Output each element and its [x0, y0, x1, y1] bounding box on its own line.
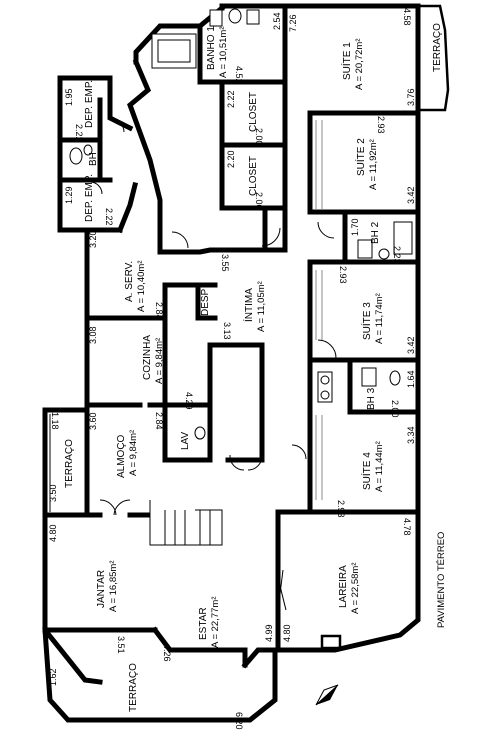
fixtures: [49, 8, 413, 650]
dim-label: 4.99: [264, 624, 274, 642]
room-lav-name: LAV: [180, 432, 191, 450]
dimension-labels: 7.26 2.54 4.52 4.58 3.76 2.22 2.00 2.20 …: [48, 8, 416, 730]
room-suite4-name: SUÍTE 4: [360, 452, 373, 490]
room-labels: BANHO 1 A = 10,51m² SUÍTE 1 A = 20,72m² …: [64, 23, 443, 712]
room-jantar-name: JANTAR: [96, 570, 107, 608]
room-bh2-name: BH 2: [370, 221, 381, 244]
sheet-title: PAVIMENTO TÉRREO: [436, 532, 447, 628]
room-bh3-name: BH 3: [366, 387, 377, 410]
dim-label: 3.76: [406, 88, 416, 106]
room-suite3-area: A = 11,74m²: [374, 293, 385, 344]
dim-label: 3.60: [88, 412, 98, 430]
room-closet2-name: CLOSET: [248, 156, 259, 196]
dim-label: 4.52: [234, 66, 244, 84]
room-banho1-name: BANHO 1: [206, 26, 217, 70]
room-suite3-name: SUÍTE 3: [360, 302, 373, 340]
dim-label: 4.29: [184, 392, 194, 410]
dim-label: 1.70: [350, 218, 360, 236]
dim-label: 3.50: [48, 484, 58, 502]
dim-label: 3.08: [88, 326, 98, 344]
dim-label: 2.00: [254, 128, 264, 146]
room-intima-area: A = 11,05m²: [256, 281, 267, 332]
room-suite1-area: A = 20,72m²: [354, 39, 365, 91]
dim-label: 1.29: [64, 186, 74, 204]
room-estar-area: A = 22,77m²: [210, 597, 221, 649]
room-almoco-area: A = 9,84m²: [128, 430, 139, 476]
room-terraco-top-name: TERRAÇO: [432, 23, 443, 72]
room-aserv-area: A = 10,40m²: [136, 261, 147, 313]
dim-label: 2.22: [104, 208, 114, 226]
north-arrow-icon: [315, 684, 339, 706]
dim-label: 2.54: [272, 12, 282, 30]
dim-label: 2.93: [376, 116, 386, 134]
dim-label: 2.93: [336, 500, 346, 518]
dim-label: 6.20: [234, 712, 244, 730]
room-depemp1-name: DEP. EMP.: [84, 80, 95, 128]
room-estar-name: ESTAR: [198, 607, 209, 640]
room-lareira-area: A = 22,58m²: [350, 563, 361, 615]
room-cozinha-name: COZINHA: [142, 335, 153, 380]
room-bh-emp-name: BH: [88, 152, 99, 166]
dim-label: 2.84: [154, 412, 164, 430]
dim-label: 2.23: [392, 246, 402, 264]
dim-label: 4.80: [282, 624, 292, 642]
dim-label: 2.20: [226, 150, 236, 168]
room-intima-name: ÍNTIMA: [242, 288, 255, 322]
dim-label: 2.84: [154, 302, 164, 320]
room-cozinha-area: A = 9,84m²: [154, 338, 165, 384]
room-almoco-name: ALMOÇO: [116, 434, 127, 478]
room-suite2-area: A = 11,92m²: [368, 139, 379, 190]
room-terraco-left-name: TERRAÇO: [64, 439, 75, 488]
room-jantar-area: A = 16,85m²: [108, 561, 119, 613]
dim-label: 3.42: [406, 336, 416, 354]
room-lareira-name: LAREIRA: [338, 565, 349, 608]
dim-label: 4.26: [162, 644, 172, 662]
dim-label: 7.26: [288, 14, 298, 32]
room-terraco-bottom-name: TERRAÇO: [128, 663, 139, 712]
room-suite2-name: SUÍTE 2: [354, 138, 367, 176]
room-desp-name: DESP: [200, 288, 211, 316]
room-suite1-name: SUÍTE 1: [340, 42, 353, 80]
dim-label: 1.95: [64, 88, 74, 106]
dim-label: 2.22: [74, 124, 84, 142]
dim-label: 1.64: [406, 370, 416, 388]
dim-label: 1.62: [48, 668, 58, 686]
dim-label: 4.78: [402, 518, 412, 536]
dim-label: 2.93: [338, 266, 348, 284]
dim-label: 3.51: [116, 636, 126, 654]
dim-label: 2.00: [390, 400, 400, 418]
dim-label: 1.18: [50, 412, 60, 430]
walls: [42, 3, 450, 723]
room-aserv-name: A. SERV.: [124, 261, 135, 302]
dim-label: 2.22: [226, 90, 236, 108]
dim-label: 4.80: [48, 524, 58, 542]
room-suite4-area: A = 11,44m²: [374, 441, 385, 492]
dim-label: 3.20: [88, 230, 98, 248]
room-banho1-area: A = 10,51m²: [218, 27, 229, 79]
room-closet1-name: CLOSET: [248, 92, 259, 132]
dim-label: 3.55: [220, 254, 230, 272]
dim-label: 4.58: [402, 8, 412, 26]
dim-label: 3.13: [222, 322, 232, 340]
room-depemp2-name: DEP. EMP.: [84, 174, 95, 222]
dim-label: 3.42: [406, 186, 416, 204]
dim-label: 2.00: [254, 192, 264, 210]
dim-label: 3.34: [406, 426, 416, 444]
